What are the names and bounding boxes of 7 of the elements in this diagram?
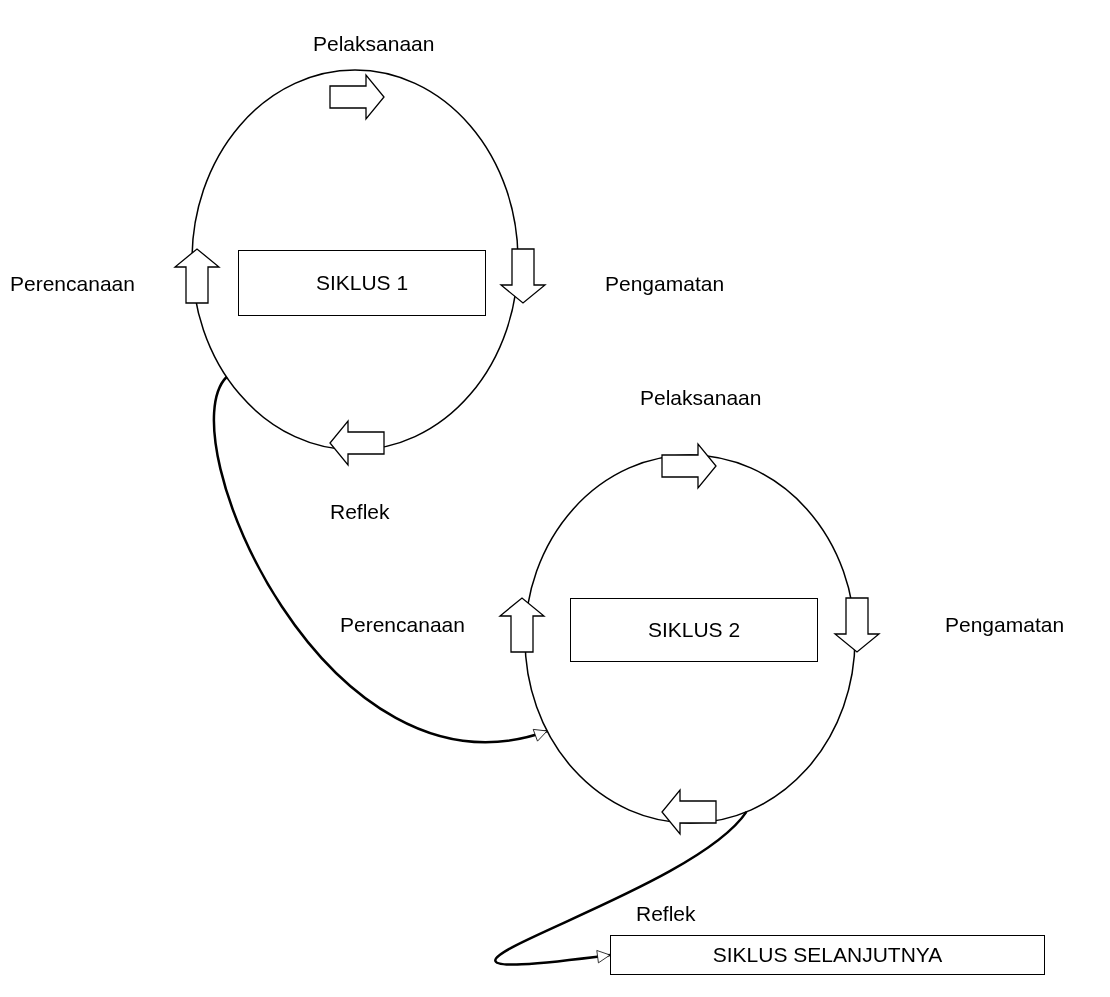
cycle-ellipse <box>525 455 855 823</box>
curved-arrow <box>495 811 748 966</box>
curved-arrow <box>213 376 548 743</box>
process-box: SIKLUS SELANJUTNYA <box>610 935 1045 975</box>
cycle-ellipse <box>192 70 518 450</box>
process-box: SIKLUS 1 <box>238 250 486 316</box>
process-box: SIKLUS 2 <box>570 598 818 662</box>
